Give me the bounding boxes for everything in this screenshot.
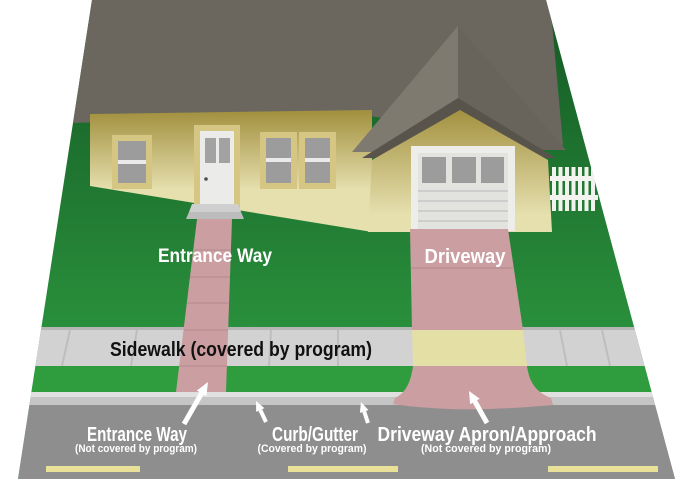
front-door — [194, 125, 240, 214]
parkway-strip — [18, 366, 675, 392]
lane-marking — [288, 466, 398, 472]
arrow-curb-left — [256, 401, 268, 423]
label-driveway: Driveway — [425, 246, 507, 268]
callout-curb-gutter-title: Curb/Gutter — [272, 424, 358, 446]
garage-door — [411, 146, 515, 231]
step-bottom — [186, 212, 244, 219]
curb-top — [18, 392, 675, 397]
fence-picket — [571, 167, 576, 211]
entrance-walkway-joints — [179, 249, 231, 367]
driveway-apron — [393, 366, 553, 410]
window-right-pair — [260, 132, 336, 189]
window-left — [112, 135, 152, 189]
label-entrance-way-lawn: Entrance Way — [158, 246, 272, 267]
step-top — [189, 204, 241, 212]
fence-picket — [578, 167, 582, 211]
lane-marking — [548, 466, 658, 472]
arrow-shaft — [362, 410, 370, 424]
door-window-pane — [219, 138, 230, 163]
callout-driveway-apron-note: (Not covered by program) — [421, 443, 551, 455]
arrow-head — [359, 402, 369, 413]
garage-door-window — [452, 157, 476, 183]
picket-fence — [550, 167, 598, 211]
label-sidewalk: Sidewalk (covered by program) — [110, 339, 372, 361]
garage-door-window — [422, 157, 446, 183]
fence-picket — [558, 167, 563, 211]
fence-picket — [591, 167, 595, 211]
arrow-driveway-apron — [469, 391, 490, 425]
driveway-surface — [410, 229, 523, 330]
arrow-shaft — [181, 392, 204, 426]
arrow-head — [196, 382, 208, 396]
arrow-curb-right — [359, 402, 370, 424]
arrow-head — [256, 401, 265, 412]
arrow-entrance-way — [181, 382, 208, 426]
callout-entrance-way-title: Entrance Way — [87, 424, 188, 446]
callout-entrance-way-note: (Not covered by program) — [75, 443, 197, 455]
driveway-sidewalk-panel — [412, 330, 527, 366]
sidewalk-joint — [601, 329, 611, 367]
entrance-walkway — [176, 219, 232, 392]
arrow-shaft — [472, 400, 490, 425]
sidewalk-top-edge — [18, 327, 675, 330]
door-knob — [204, 177, 208, 181]
sidewalk-joint — [61, 329, 71, 367]
garage-door-window — [481, 157, 504, 183]
callout-driveway-apron-title: Driveway Apron/Approach — [378, 424, 597, 446]
lane-marking — [46, 466, 140, 472]
callout-curb-gutter-note: (Covered by program) — [258, 443, 367, 455]
sidewalk-joint — [644, 329, 655, 367]
sidewalk-joint — [130, 329, 138, 367]
curb-face — [18, 397, 675, 405]
fence-picket — [584, 167, 589, 211]
arrow-shaft — [258, 409, 268, 423]
window-sash-bar — [266, 158, 291, 162]
sidewalk-joint — [559, 329, 568, 367]
porch-steps — [186, 204, 244, 219]
fence-picket — [552, 167, 556, 211]
window-sash-bar — [118, 160, 146, 164]
window-sash-bar — [305, 158, 330, 162]
sidewalk-joint — [268, 329, 272, 367]
door-window-pane — [205, 138, 216, 163]
fence-picket — [565, 167, 569, 211]
arrow-head — [469, 391, 480, 405]
